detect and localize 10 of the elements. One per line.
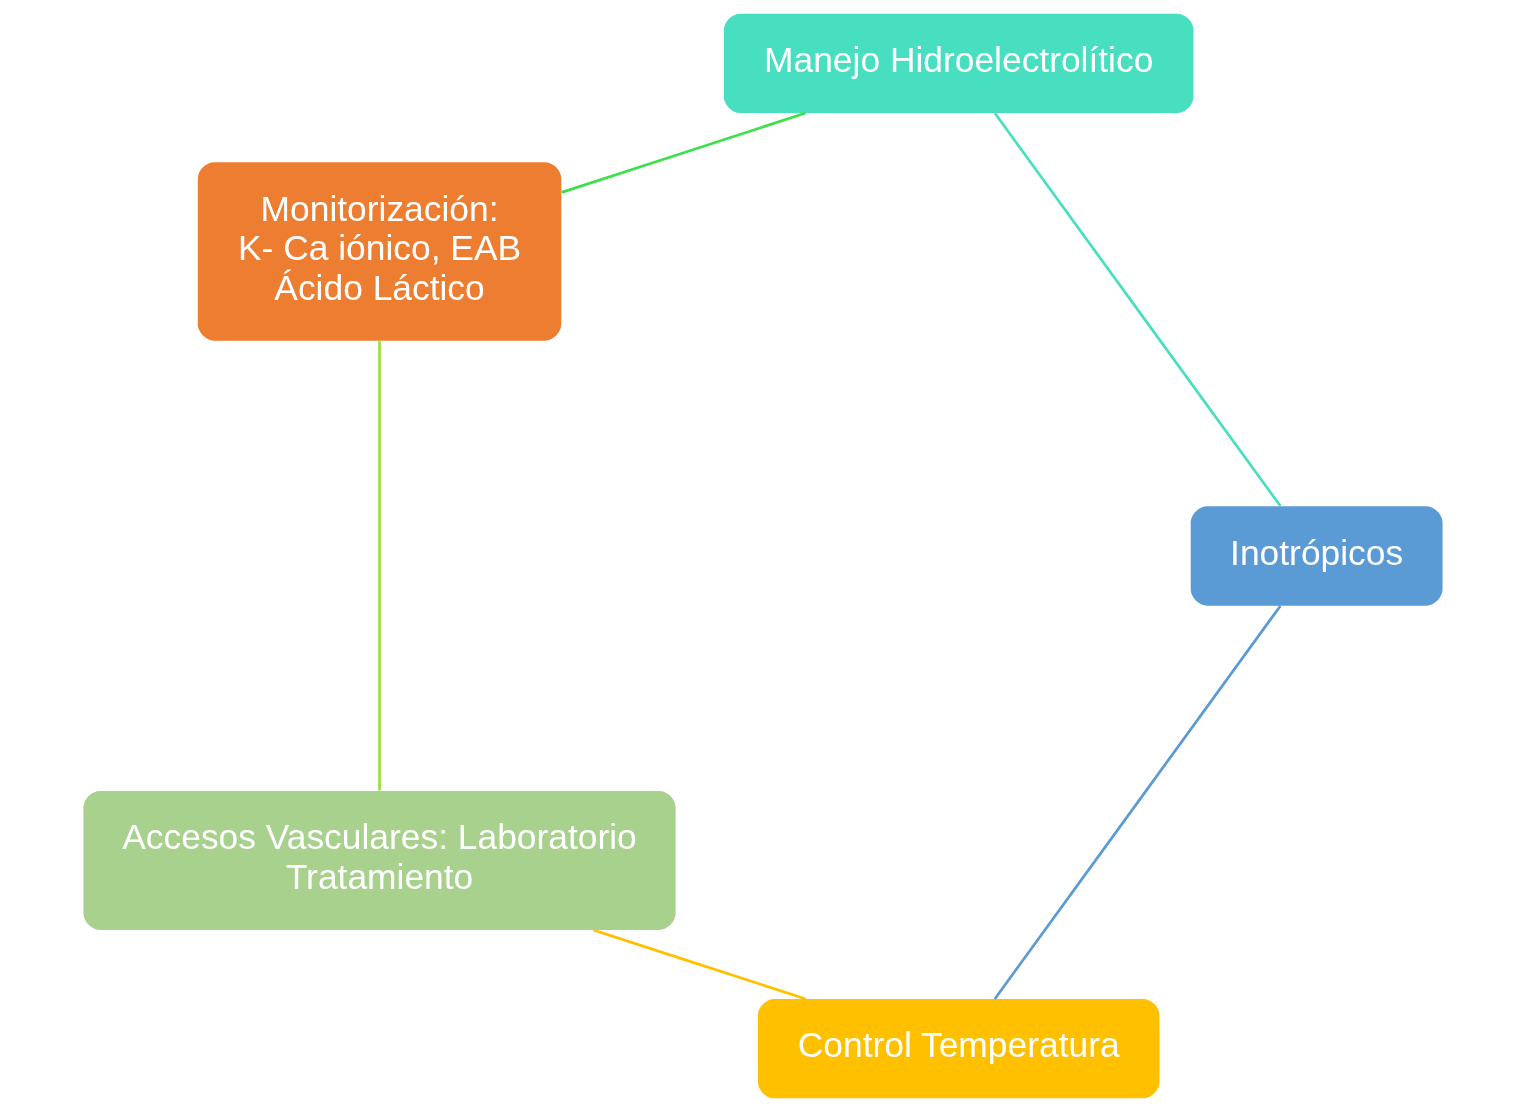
node-box: Inotrópicos — [1190, 506, 1443, 606]
connector — [993, 605, 1281, 1000]
node-box: Monitorización: K- Ca iónico, EAB Ácido Láctico — [197, 162, 561, 341]
node-box: Manejo Hidroelectrolítico — [723, 13, 1193, 113]
connector — [560, 111, 806, 194]
connector — [993, 112, 1282, 508]
node-box: Accesos Vasculares: Laboratorio Tratamiento — [82, 791, 676, 930]
connector — [592, 928, 806, 1001]
node-box: Control Temperatura — [757, 999, 1159, 1099]
connector — [377, 340, 381, 791]
